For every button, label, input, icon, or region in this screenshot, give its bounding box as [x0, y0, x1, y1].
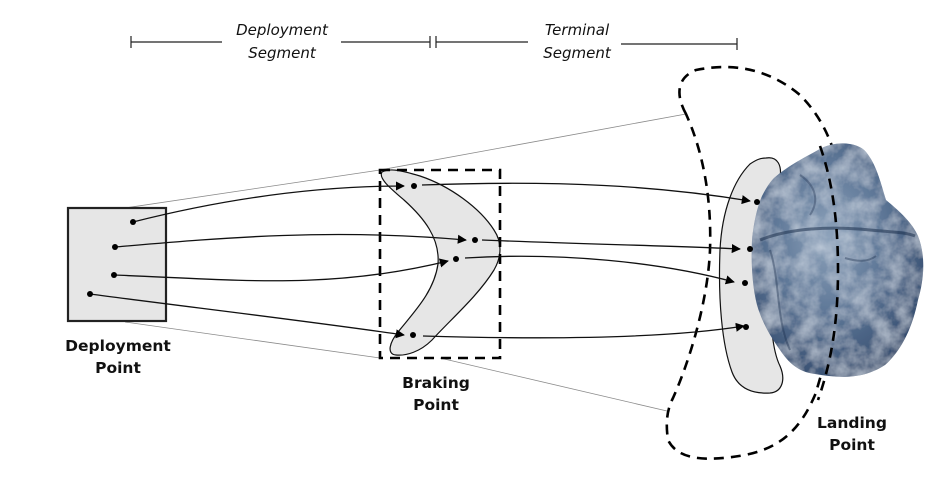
deployment-segment-label-2: Segment [248, 44, 317, 62]
trajectory-2a [114, 233, 467, 248]
landing-point-label-1: Landing [817, 414, 887, 432]
deployment-point-region [66, 206, 168, 323]
deployment-point-label-2: Point [95, 359, 141, 377]
landing-dot-1 [754, 199, 760, 205]
braking-dot-1 [411, 183, 417, 189]
deployment-dot-1 [130, 219, 136, 225]
trajectory-3b [464, 255, 735, 285]
trajectory-1a [132, 181, 405, 223]
landing-dot-4 [743, 324, 749, 330]
braking-point-label-2: Point [413, 396, 459, 414]
braking-point-label-1: Braking [402, 374, 470, 392]
asteroid [751, 143, 924, 377]
trajectories-deployment-segment [89, 181, 467, 339]
deployment-dot-2 [112, 244, 118, 250]
projection-line-lower-2 [439, 357, 668, 412]
trajectory-1b [421, 182, 751, 205]
terminal-segment-label-1: Terminal [545, 21, 610, 39]
landing-envelope-overlay [816, 145, 840, 401]
braking-dot-3 [453, 256, 459, 262]
trajectory-4b [422, 322, 745, 339]
dispersion-projection-lines [124, 113, 687, 412]
trajectories-terminal-segment [421, 182, 751, 339]
landing-dot-2 [747, 246, 753, 252]
projection-line-upper-2 [379, 113, 687, 171]
deployment-dot-4 [87, 291, 93, 297]
deployment-point-label-1: Deployment [65, 337, 171, 355]
terminal-segment-label-2: Segment [543, 44, 612, 62]
trajectory-2b [481, 239, 741, 254]
projection-line-upper-1 [124, 169, 381, 209]
deployment-dot-3 [111, 272, 117, 278]
braking-dot-4 [410, 332, 416, 338]
landing-point-label-2: Point [829, 436, 875, 454]
projection-line-lower-1 [124, 321, 381, 359]
terminal-segment-bar: Terminal Segment [435, 21, 738, 62]
landing-dot-3 [742, 280, 748, 286]
trajectory-3a [113, 258, 449, 282]
trajectory-points [87, 183, 760, 338]
deployment-segment-label-1: Deployment [236, 21, 329, 39]
deployment-segment-bar: Deployment Segment [130, 21, 431, 62]
asteroid-body [751, 143, 924, 377]
braking-uncertainty-box [378, 168, 502, 360]
braking-dot-2 [472, 237, 478, 243]
landing-uncertainty-envelope [665, 65, 845, 460]
trajectory-4a [89, 293, 405, 339]
